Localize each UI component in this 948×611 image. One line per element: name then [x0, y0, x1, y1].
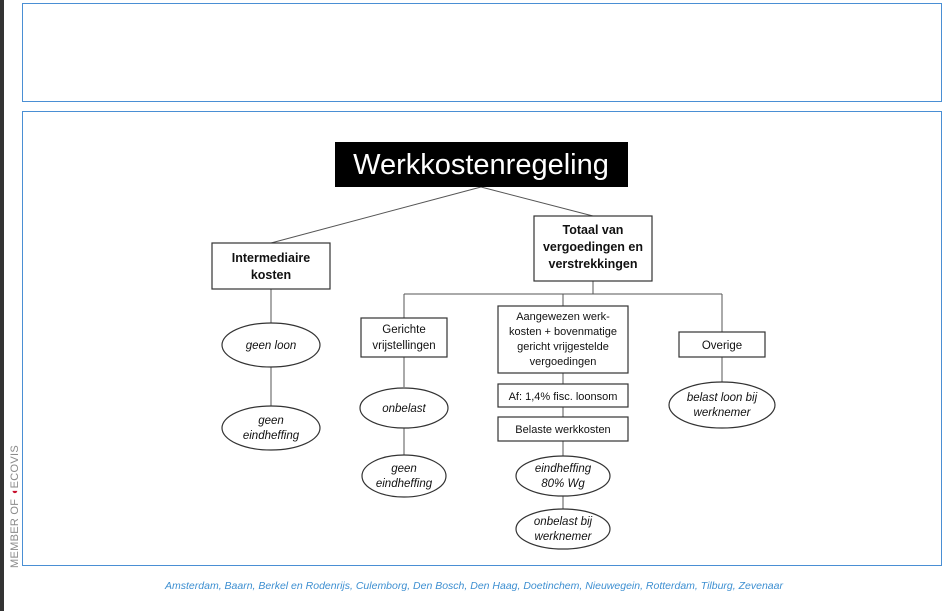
- onbelast-node: onbelast: [359, 387, 449, 429]
- root-node-label: Werkkostenregeling: [353, 149, 609, 181]
- totaal-line3: verstrekkingen: [549, 257, 638, 271]
- belast-loon-node: belast loon bij werknemer: [668, 381, 776, 429]
- root-node-box: [335, 142, 628, 187]
- office-locations-footer: Amsterdam, Baarn, Berkel en Rodenrijs, C…: [165, 580, 783, 592]
- belast-loon-line1: belast loon bij: [687, 392, 758, 404]
- intermediate-costs-line2: kosten: [251, 268, 291, 282]
- overige-box: [678, 331, 766, 358]
- root-node: Werkkostenregeling: [335, 142, 628, 187]
- gerichte-vrijstellingen-line2: vrijstellingen: [372, 340, 435, 352]
- geen-eindheffing-left-ellipse: [221, 405, 321, 451]
- left-edge-rule: [0, 0, 4, 611]
- af-loonsom-box: [497, 383, 629, 408]
- eindheffing-80-node: eindheffing 80% Wg: [515, 455, 611, 497]
- geen-eindheffing-mid-line1: geen: [391, 463, 417, 475]
- totaal-box: [533, 215, 653, 282]
- onbelast-bij-werknemer-ellipse: [515, 508, 611, 550]
- geen-eindheffing-mid-node: geen eindheffing: [361, 454, 447, 498]
- intermediate-costs-line1: Intermediaire: [232, 251, 311, 265]
- eindheffing-80-line1: eindheffing: [535, 463, 592, 475]
- belaste-werkkosten-node: Belaste werkkosten: [497, 416, 629, 442]
- edge-root-to-totaal: [480, 186, 594, 217]
- onbelast-bij-werknemer-line1: onbelast bij: [534, 516, 593, 528]
- onbelast-bij-werknemer-node: onbelast bij werknemer: [515, 508, 611, 550]
- eindheffing-80-ellipse: [515, 455, 611, 497]
- onbelast-label: onbelast: [382, 403, 426, 415]
- af-loonsom-label: Af: 1,4% fisc. loonsom: [509, 391, 618, 403]
- onbelast-ellipse: [359, 387, 449, 429]
- intermediate-costs-node: Intermediaire kosten: [211, 242, 331, 290]
- geen-loon-node: geen loon: [221, 322, 321, 368]
- af-loonsom-node: Af: 1,4% fisc. loonsom: [497, 383, 629, 408]
- geen-eindheffing-left-node: geen eindheffing: [221, 405, 321, 451]
- overige-label: Overige: [702, 340, 742, 352]
- content-frame: [22, 111, 942, 566]
- totaal-line2: vergoedingen en: [543, 240, 643, 254]
- gerichte-vrijstellingen-box: [360, 317, 448, 358]
- belast-loon-line2: werknemer: [694, 407, 752, 419]
- aangewezen-line1: Aangewezen werk-: [516, 311, 610, 323]
- aangewezen-line3: gericht vrijgestelde: [517, 341, 609, 353]
- belast-loon-ellipse: [668, 381, 776, 429]
- geen-loon-label: geen loon: [246, 340, 297, 352]
- edge-root-to-intermediate: [270, 186, 482, 244]
- gerichte-vrijstellingen-node: Gerichte vrijstellingen: [360, 317, 448, 358]
- connector-lines: [270, 186, 723, 509]
- geen-eindheffing-mid-line2: eindheffing: [376, 478, 433, 490]
- eindheffing-80-line2: 80% Wg: [541, 478, 585, 490]
- belaste-werkkosten-box: [497, 416, 629, 442]
- aangewezen-werkkosten-box: [497, 305, 629, 374]
- totaal-node: Totaal van vergoedingen en verstrekkinge…: [533, 215, 653, 282]
- totaal-line1: Totaal van: [563, 223, 624, 237]
- overige-node: Overige: [678, 331, 766, 358]
- geen-eindheffing-left-line1: geen: [258, 415, 284, 427]
- aangewezen-line4: vergoedingen: [530, 356, 597, 368]
- intermediate-costs-box: [211, 242, 331, 290]
- aangewezen-line2: kosten + bovenmatige: [509, 326, 617, 338]
- geen-eindheffing-left-line2: eindheffing: [243, 430, 300, 442]
- geen-loon-ellipse: [221, 322, 321, 368]
- geen-eindheffing-mid-ellipse: [361, 454, 447, 498]
- gerichte-vrijstellingen-line1: Gerichte: [382, 324, 425, 336]
- aangewezen-werkkosten-node: Aangewezen werk- kosten + bovenmatige ge…: [497, 305, 629, 374]
- belaste-werkkosten-label: Belaste werkkosten: [515, 424, 610, 436]
- onbelast-bij-werknemer-line2: werknemer: [535, 531, 593, 543]
- title-placeholder-frame: [22, 3, 942, 102]
